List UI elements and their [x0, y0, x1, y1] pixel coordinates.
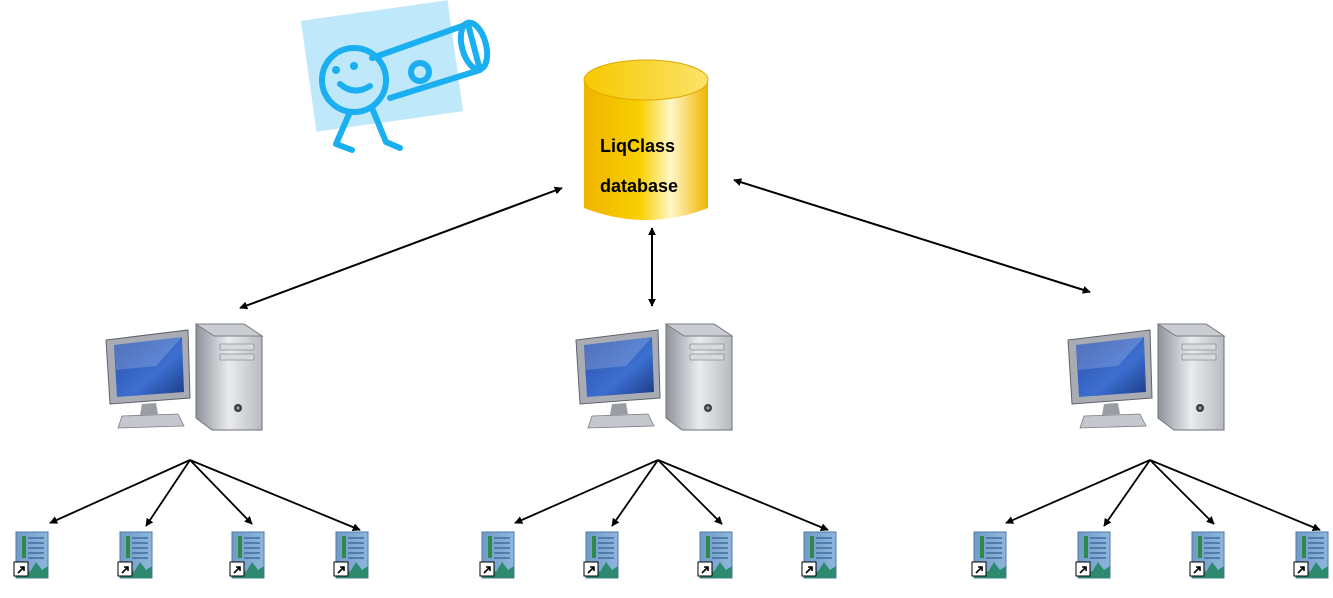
computer-icon-center [575, 323, 733, 431]
file-shortcut-icon [1189, 531, 1225, 579]
file-shortcut-icon [1075, 531, 1111, 579]
file-link-arrow [49, 459, 191, 524]
file-link-arrow [657, 459, 829, 531]
db-link-arrow-left [239, 186, 563, 310]
file-shortcut-icon [583, 531, 619, 579]
file-link-arrow [1149, 459, 1321, 531]
file-link-arrow [189, 459, 361, 531]
file-shortcut-icon [117, 531, 153, 579]
file-shortcut-icon [229, 531, 265, 579]
file-link-arrow [145, 459, 191, 527]
file-links [49, 459, 1321, 531]
file-link-arrow [1103, 459, 1151, 527]
file-shortcut-icon [479, 531, 515, 579]
file-link-arrow [611, 459, 659, 527]
database-links [239, 178, 1091, 310]
file-link-arrow [189, 459, 253, 525]
file-link-arrow [1149, 459, 1215, 525]
db-link-arrow-right [733, 178, 1091, 294]
file-shortcut-icon [13, 531, 49, 579]
file-link-arrow [657, 459, 723, 525]
computer-icon-left [105, 323, 263, 431]
file-shortcut-icon [333, 531, 369, 579]
file-shortcut-icon [801, 531, 837, 579]
file-link-arrow [514, 459, 659, 524]
telescope-mascot-icon [300, 0, 491, 153]
file-icons [13, 531, 1329, 579]
file-shortcut-icon [971, 531, 1007, 579]
database-label-line1: LiqClass [600, 136, 675, 156]
computer-icon-right [1067, 323, 1225, 431]
database-cylinder-icon: LiqClass database [583, 59, 709, 220]
file-shortcut-icon [697, 531, 733, 579]
file-link-arrow [1005, 459, 1151, 524]
database-label-line2: database [600, 176, 678, 196]
file-shortcut-icon [1293, 531, 1329, 579]
